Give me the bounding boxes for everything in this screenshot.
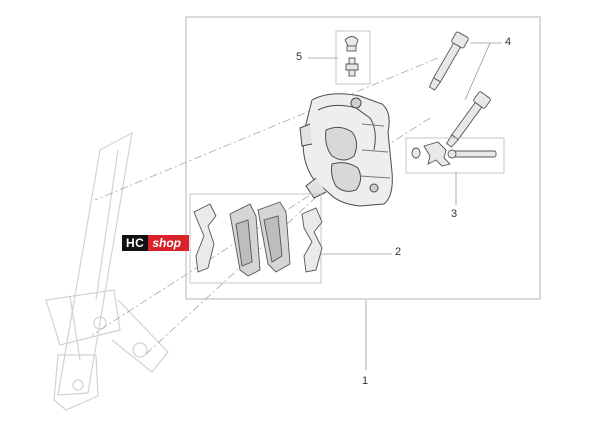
bleed-screw-part-5 bbox=[335, 30, 371, 85]
logo-shop-text: shop bbox=[148, 235, 190, 251]
fork-leg-drawing bbox=[45, 131, 169, 411]
callout-2: 2 bbox=[395, 246, 402, 258]
callout-3: 3 bbox=[451, 208, 458, 220]
caliper-bolts-part-4 bbox=[428, 31, 491, 148]
callout-5: 5 bbox=[296, 51, 303, 63]
logo-hc-text: HC bbox=[122, 235, 149, 251]
pad-spring-kit-part-3 bbox=[405, 137, 505, 174]
kit-frame bbox=[185, 16, 541, 300]
hc-shop-logo: HC shop bbox=[122, 235, 190, 251]
leader-lines bbox=[308, 42, 502, 370]
assembly-axis-lines bbox=[91, 57, 439, 356]
callout-4: 4 bbox=[505, 36, 512, 48]
brake-pads-part-2 bbox=[189, 193, 323, 284]
callout-1: 1 bbox=[362, 375, 369, 387]
brake-caliper-body bbox=[299, 93, 393, 207]
